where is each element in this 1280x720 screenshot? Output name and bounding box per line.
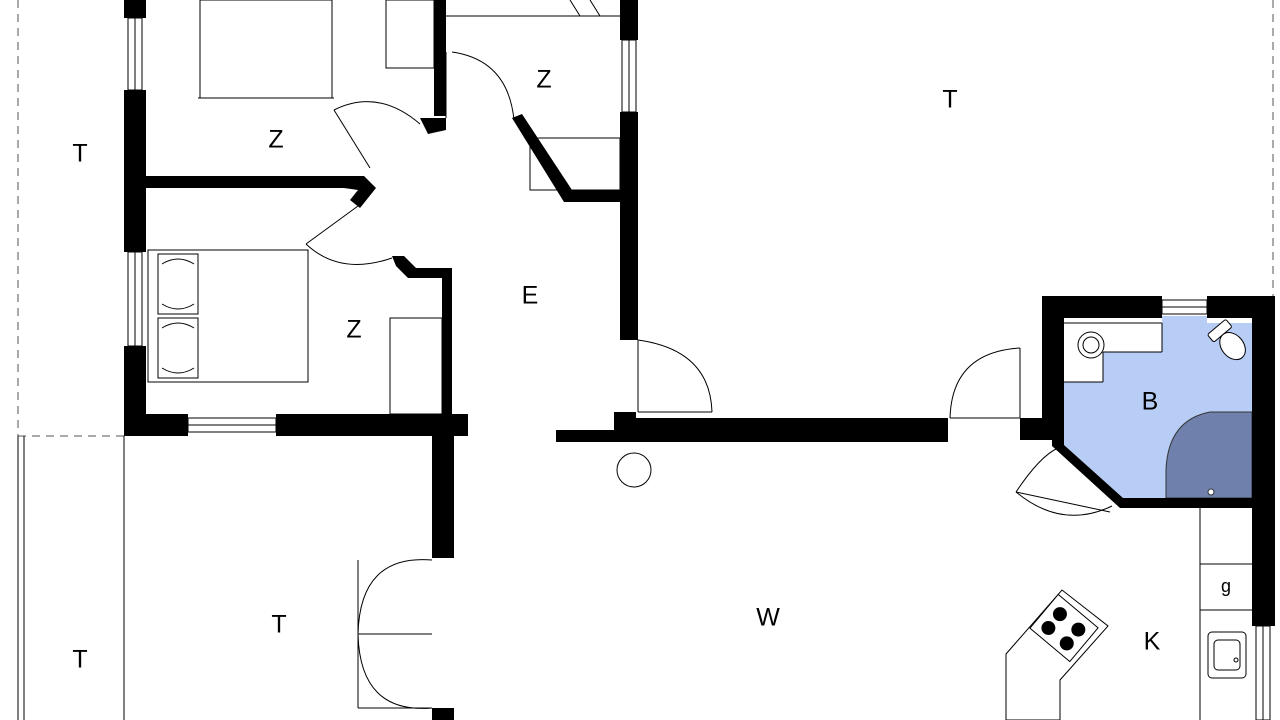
toilet-icon [1207, 319, 1246, 361]
room-label-living-room: W [756, 603, 780, 632]
windows [127, 17, 1271, 720]
doors [305, 51, 1113, 709]
room-label-terrace-left-bottom: T [72, 645, 88, 674]
furniture [147, 0, 1252, 720]
stove-icon [1029, 593, 1099, 663]
kitchen-sink-icon [1207, 631, 1247, 679]
room-label-terrace-left-top: T [72, 139, 88, 168]
room-label-kitchen: K [1143, 627, 1161, 656]
room-label-entrance: E [521, 281, 539, 310]
walls [124, 0, 1275, 720]
room-label-room-small: Z [536, 65, 552, 94]
appliance-label: g [1220, 576, 1232, 596]
terrace-boundaries [17, 0, 1274, 720]
room-label-bedroom-middle: Z [346, 315, 362, 344]
room-label-bathroom: B [1141, 387, 1159, 416]
room-label-terrace-inner: T [271, 610, 287, 639]
bathroom-area [1064, 316, 1253, 499]
room-label-terrace-right: T [942, 85, 958, 114]
sink-icon [1064, 322, 1163, 383]
room-label-bedroom-top: Z [268, 125, 284, 154]
